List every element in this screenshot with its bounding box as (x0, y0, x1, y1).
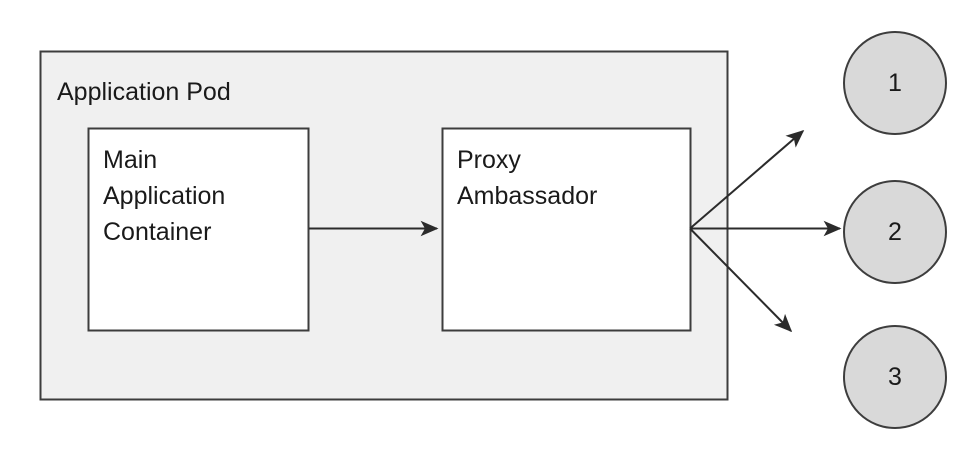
connector-proxy-to-endpoint-1 (689, 129, 805, 230)
endpoint-2-circle (843, 180, 947, 284)
connector-proxy-to-endpoint-3 (689, 227, 793, 333)
endpoint-3-circle (843, 325, 947, 429)
endpoint-1-circle (843, 31, 947, 135)
proxy-ambassador-rect (441, 127, 692, 332)
main-application-container-rect (87, 127, 310, 332)
